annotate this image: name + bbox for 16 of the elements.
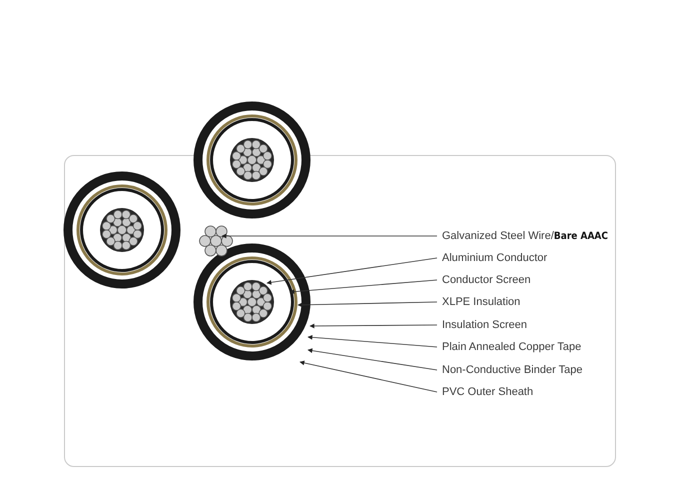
- leader-line: [300, 360, 438, 392]
- leader-line: [290, 280, 438, 294]
- leader-line: [308, 334, 438, 348]
- leader-line: [222, 234, 438, 238]
- part-label: Aluminium Conductor: [442, 251, 548, 265]
- part-label: Conductor Screen: [442, 273, 531, 287]
- part-label: Plain Annealed Copper Tape: [442, 340, 582, 354]
- leader-line: [298, 302, 438, 308]
- leader-line: [310, 324, 438, 328]
- leader-line: [308, 348, 438, 370]
- part-label: Insulation Screen: [442, 318, 527, 332]
- part-label: PVC Outer Sheath: [442, 385, 534, 399]
- leader-line: [266, 258, 438, 285]
- part-label: XLPE Insulation: [442, 295, 520, 309]
- part-label: Galvanized Steel Wire/Bare AAAC: [442, 229, 608, 244]
- part-label: Non-Conductive Binder Tape: [442, 363, 582, 377]
